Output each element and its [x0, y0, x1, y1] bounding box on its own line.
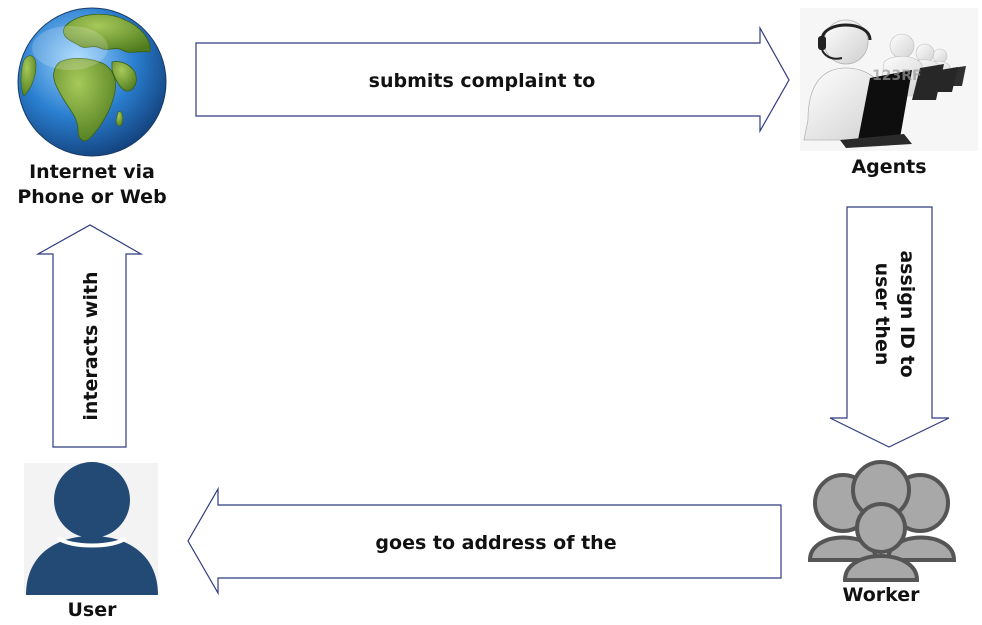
- arrow-submits-complaint: submits complaint to: [195, 25, 790, 134]
- call-center-agents-icon: 123RF: [800, 8, 978, 151]
- arrow-right-label-line2: user then: [871, 263, 893, 366]
- globe-icon: [17, 7, 167, 157]
- internet-label-line1: Internet via: [29, 161, 155, 183]
- worker-group-icon: [807, 460, 957, 582]
- worker-label: Worker: [842, 584, 920, 606]
- arrow-left-shape: [187, 486, 782, 596]
- user-label: User: [68, 599, 118, 621]
- arrow-down-shape: [829, 206, 950, 448]
- arrow-goes-to-address: goes to address of the: [187, 486, 782, 596]
- watermark-text: 123RF: [872, 68, 922, 84]
- arrow-bottom-label: goes to address of the: [375, 532, 616, 554]
- arrow-up-shape: [35, 224, 144, 448]
- internet-label-line2: Phone or Web: [17, 186, 166, 208]
- arrow-interacts-with: interacts with: [35, 224, 144, 448]
- arrow-assign-id: assign ID to user then: [829, 206, 950, 448]
- arrow-right-label-line1: assign ID to: [896, 250, 918, 377]
- arrow-top-label: submits complaint to: [369, 70, 596, 92]
- arrow-right-shape: [195, 25, 790, 134]
- arrow-left-label: interacts with: [80, 271, 102, 420]
- agents-label: Agents: [851, 156, 926, 178]
- user-icon: [24, 462, 158, 595]
